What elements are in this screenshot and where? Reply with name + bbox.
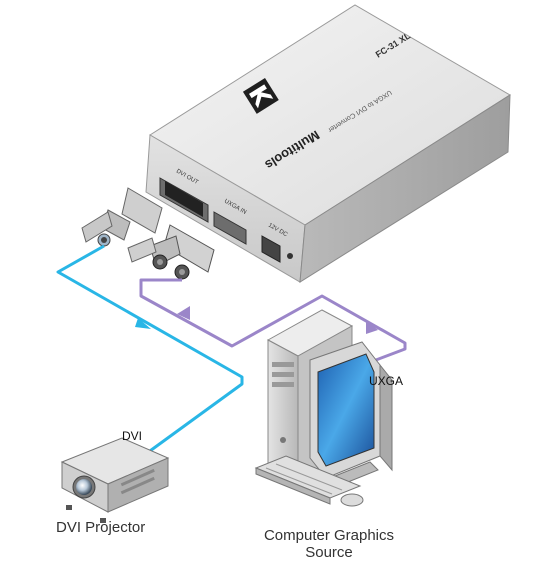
source-caption-line2: Source: [305, 544, 353, 561]
uxga-cable-arrow-1: [177, 306, 190, 320]
computer-icon: [254, 309, 393, 507]
projector-caption: DVI Projector: [56, 519, 146, 536]
dvi-cable-line: [56, 244, 244, 458]
uxga-cable-plug: [127, 224, 215, 280]
device-side-face: [299, 94, 511, 283]
converter-device: Multitools FC-31 XL UXGA to DVI Converte…: [145, 4, 511, 283]
kramer-logo-icon: [242, 78, 279, 114]
uxga-cable-line: [139, 278, 407, 368]
uxga-cable-label: UXGA: [369, 374, 404, 388]
dvi-cable-plug: [81, 187, 163, 247]
projector-icon: [60, 437, 170, 523]
dvi-cable-label: DVI: [122, 429, 143, 443]
source-caption: Computer Graphics Source: [236, 527, 422, 561]
uxga-cable-arrow-2: [366, 320, 378, 334]
source-caption-line1: Computer Graphics: [263, 527, 395, 544]
dvi-cable-arrow: [135, 318, 151, 329]
